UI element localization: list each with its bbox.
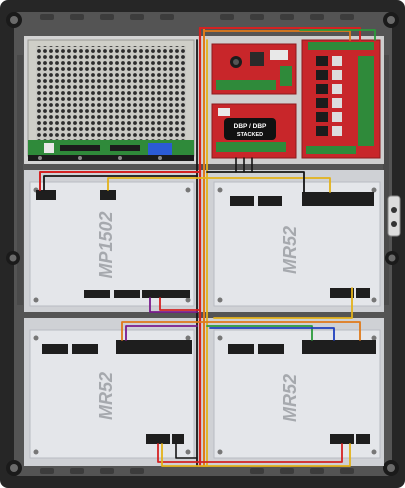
wire-top-green [299,29,376,41]
wire-lowmid-yellow [213,287,353,319]
wire-mid-yellow [107,177,331,193]
wiring-harness [39,26,376,468]
wire-bottom-yellow [161,443,351,467]
mounting-hole-bottom-right [383,460,399,476]
power-supply-unit [27,39,195,158]
backplate-slot-left [17,55,23,305]
mr52-module-top-right: MR52 [213,181,381,307]
wire-mid-black-right [206,171,305,193]
wire-dbp-black [235,157,253,173]
mr52-module-bottom-left: MR52 [29,329,195,459]
backplate-slot-right [383,55,389,305]
mounting-hole-mid-right [385,251,399,265]
controller-board: MP1502 [29,181,195,307]
wire-ctrl-purple [149,297,198,313]
mounting-hole-top-right [383,12,399,28]
wire-mid-red [39,171,201,191]
dbp-board-label-line1: DBP / DBP [234,123,267,130]
mr52-module-bottom-right: MR52 [213,329,381,459]
mounting-hole-mid-left [6,251,20,265]
wire-bottom-black [175,443,198,459]
mr52-label-top-right: MR52 [280,226,300,274]
mounting-hole-bottom-left [6,460,22,476]
wire-mid-black [43,175,198,191]
bottom-rail-slots [40,468,354,474]
relay-output-board [301,39,381,159]
tamper-switch [387,195,401,237]
mr52-label-bottom-left: MR52 [96,372,116,420]
wire-lowmid-green [206,325,313,341]
wire-lowmid-blue [209,327,335,341]
wire-top-orange [203,30,351,41]
controller-board-label: MP1502 [96,211,116,278]
top-rail-slots [40,14,354,20]
wire-lowmid-orange [121,321,361,341]
mounting-hole-top-left [6,12,22,28]
wire-bottom-red [157,443,343,463]
mr52-label-bottom-right: MR52 [280,374,300,422]
wire-top-red [199,27,361,41]
dbp-board-label-line2: STACKED [237,132,263,138]
power-distribution-board [211,43,297,95]
dbp-stacked-board: DBP / DBP STACKED [211,103,297,159]
wire-lowmid-purple [125,325,198,341]
wire-ctrl-red [159,297,201,311]
psu-bottom-strip [28,155,194,161]
